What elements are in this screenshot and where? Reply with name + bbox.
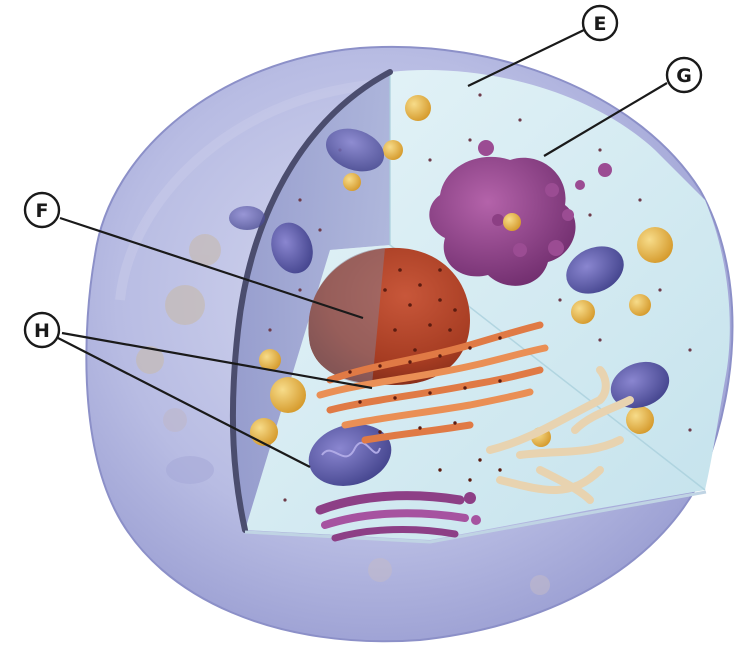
- callout-e: E: [583, 6, 617, 40]
- callout-f-label: F: [36, 200, 49, 222]
- callout-h-label: H: [34, 320, 50, 342]
- callout-h: H: [25, 313, 59, 347]
- callout-f: F: [25, 193, 59, 227]
- callout-g: G: [667, 58, 701, 92]
- callout-e-label: E: [594, 13, 607, 35]
- callout-g-label: G: [676, 65, 692, 87]
